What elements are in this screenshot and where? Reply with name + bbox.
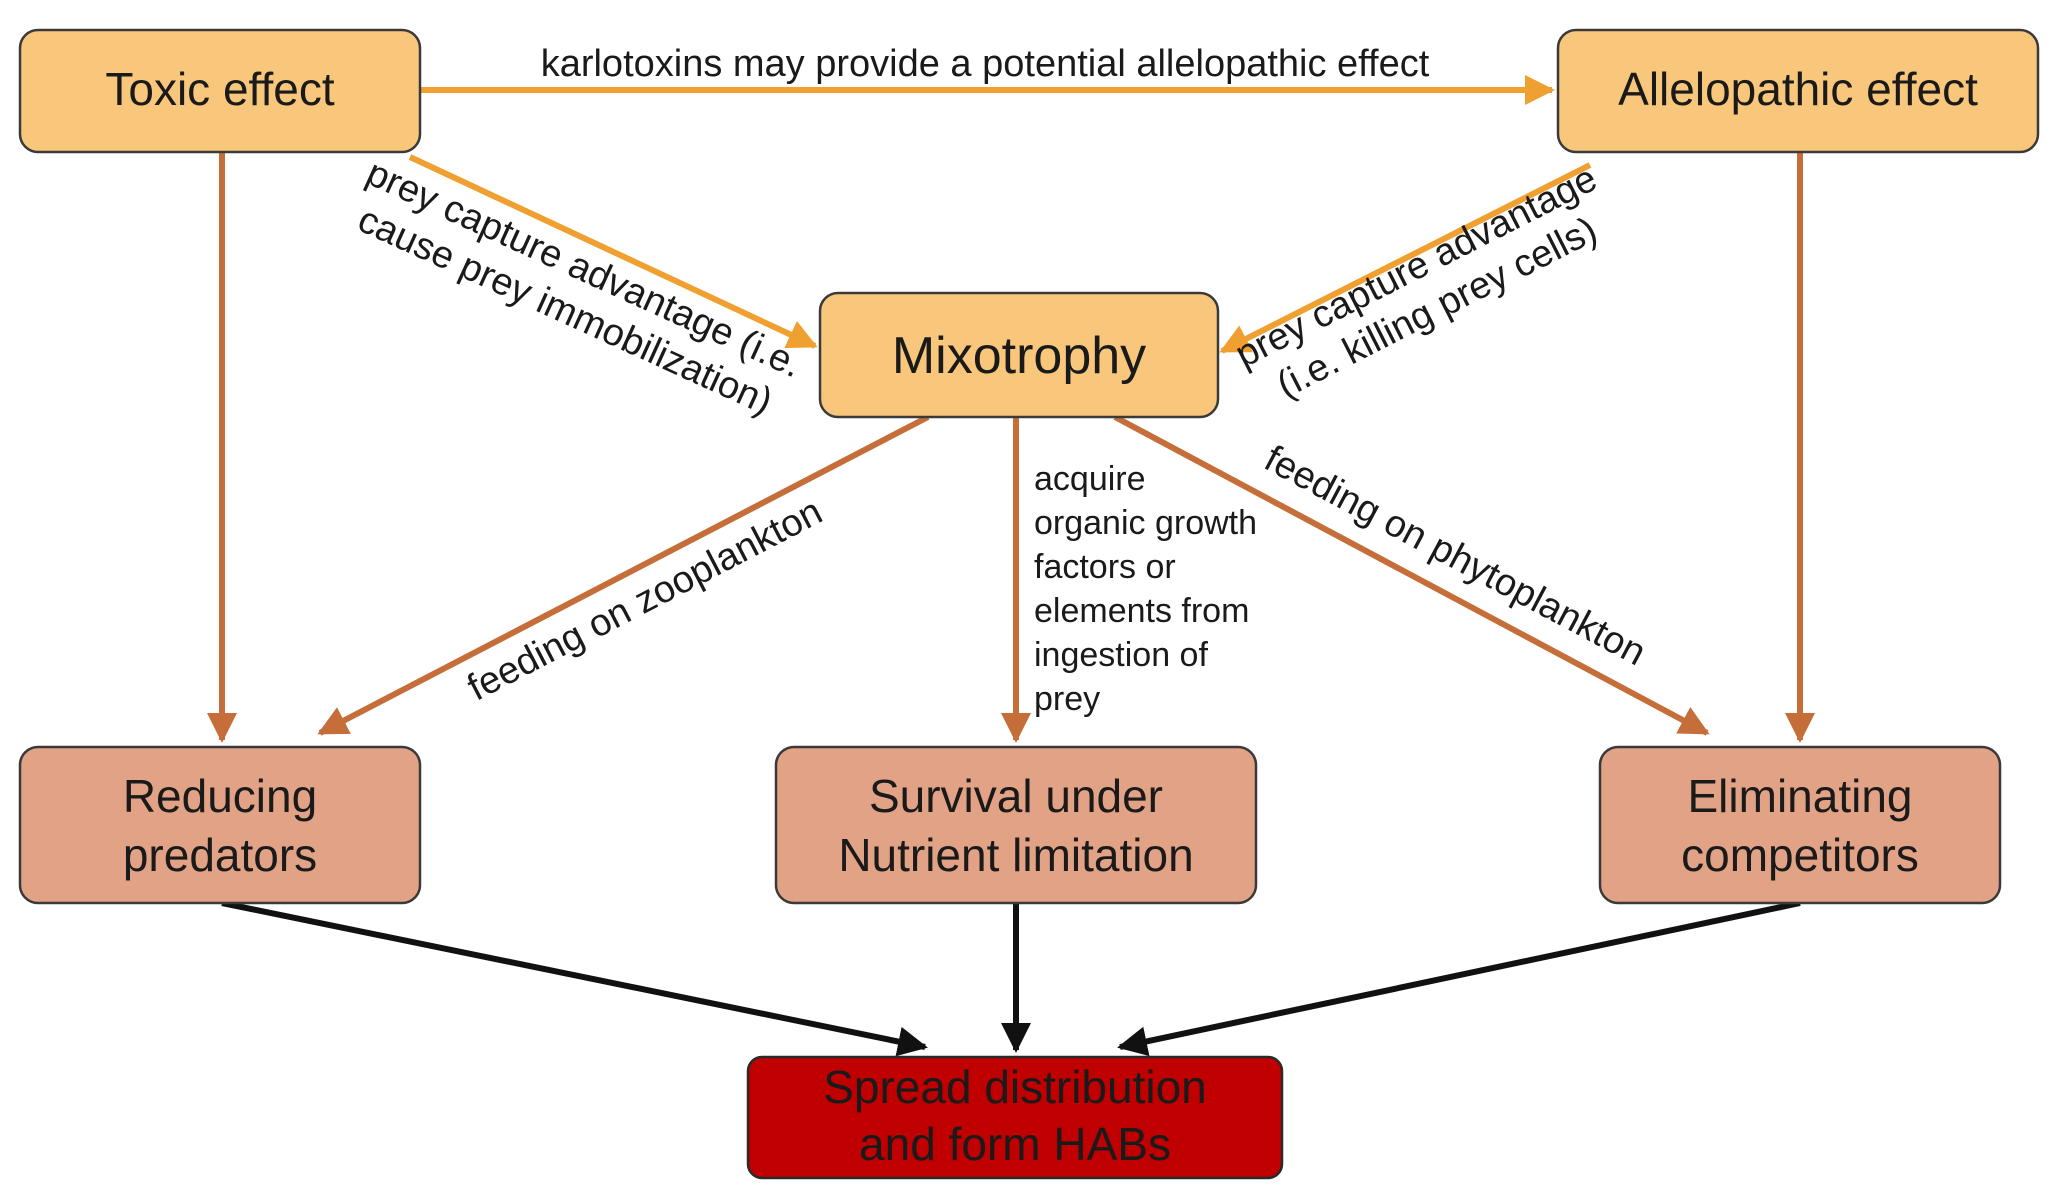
node-survival-line1: Survival under — [869, 770, 1163, 822]
label-survival-line5: ingestion of — [1034, 636, 1208, 674]
node-allelopathic-effect: Allelopathic effect — [1556, 28, 2040, 154]
label-survival-line6: prey — [1034, 680, 1100, 718]
arrow-toxic-to-mixotrophy — [408, 154, 818, 349]
arrow-allelopathic-to-mixotrophy — [1219, 162, 1592, 354]
label-survival-line3: factors or — [1034, 548, 1176, 586]
node-reducing-predators: Reducing predators — [18, 745, 422, 905]
node-mixotrophy: Mixotrophy — [818, 291, 1220, 419]
arrow-eliminating-to-spread — [1117, 900, 1801, 1057]
label-mixotrophy-to-reducing: feeding on zooplankton — [461, 491, 829, 710]
node-spread-distribution: Spread distribution and form HABs — [746, 1055, 1284, 1180]
arrow-mixotrophy-to-reducing — [317, 414, 930, 736]
node-spread-line1: Spread distribution — [823, 1061, 1207, 1113]
node-eliminating-line2: competitors — [1681, 829, 1919, 881]
svg-text:feeding on zooplankton: feeding on zooplankton — [461, 491, 829, 710]
label-survival-line4: elements from — [1034, 592, 1249, 630]
node-eliminating-competitors: Eliminating competitors — [1598, 745, 2002, 905]
node-survival-nutrient-limitation: Survival under Nutrient limitation — [774, 745, 1258, 905]
node-mixotrophy-label: Mixotrophy — [892, 327, 1146, 385]
label-allelopathic-to-mixotrophy: prey capture advantage (i.e. killing pre… — [1229, 157, 1604, 406]
node-reducing-predators-line1: Reducing — [123, 770, 317, 822]
label-survival-line1: acquire — [1034, 460, 1146, 498]
label-survival-line2: organic growth — [1034, 504, 1257, 542]
arrow-mixotrophy-to-eliminating — [1113, 414, 1710, 736]
node-toxic-effect: Toxic effect — [18, 28, 422, 154]
svg-text:feeding on phytoplankton: feeding on phytoplankton — [1258, 438, 1653, 674]
label-toxic-to-mixotrophy: prey capture advantage (i.e. cause prey … — [352, 152, 808, 423]
node-spread-line2: and form HABs — [859, 1118, 1171, 1170]
node-allelopathic-effect-label: Allelopathic effect — [1618, 63, 1978, 115]
arrow-reducing-to-spread — [221, 900, 928, 1057]
node-reducing-predators-line2: predators — [123, 829, 317, 881]
node-toxic-effect-label: Toxic effect — [105, 63, 334, 115]
label-mixotrophy-to-eliminating: feeding on phytoplankton — [1258, 438, 1653, 674]
node-survival-line2: Nutrient limitation — [838, 829, 1193, 881]
label-mixotrophy-to-survival: acquire organic growth factors or elemen… — [1034, 460, 1257, 718]
label-toxic-to-allelopathic: karlotoxins may provide a potential alle… — [541, 43, 1430, 85]
node-eliminating-line1: Eliminating — [1688, 770, 1913, 822]
